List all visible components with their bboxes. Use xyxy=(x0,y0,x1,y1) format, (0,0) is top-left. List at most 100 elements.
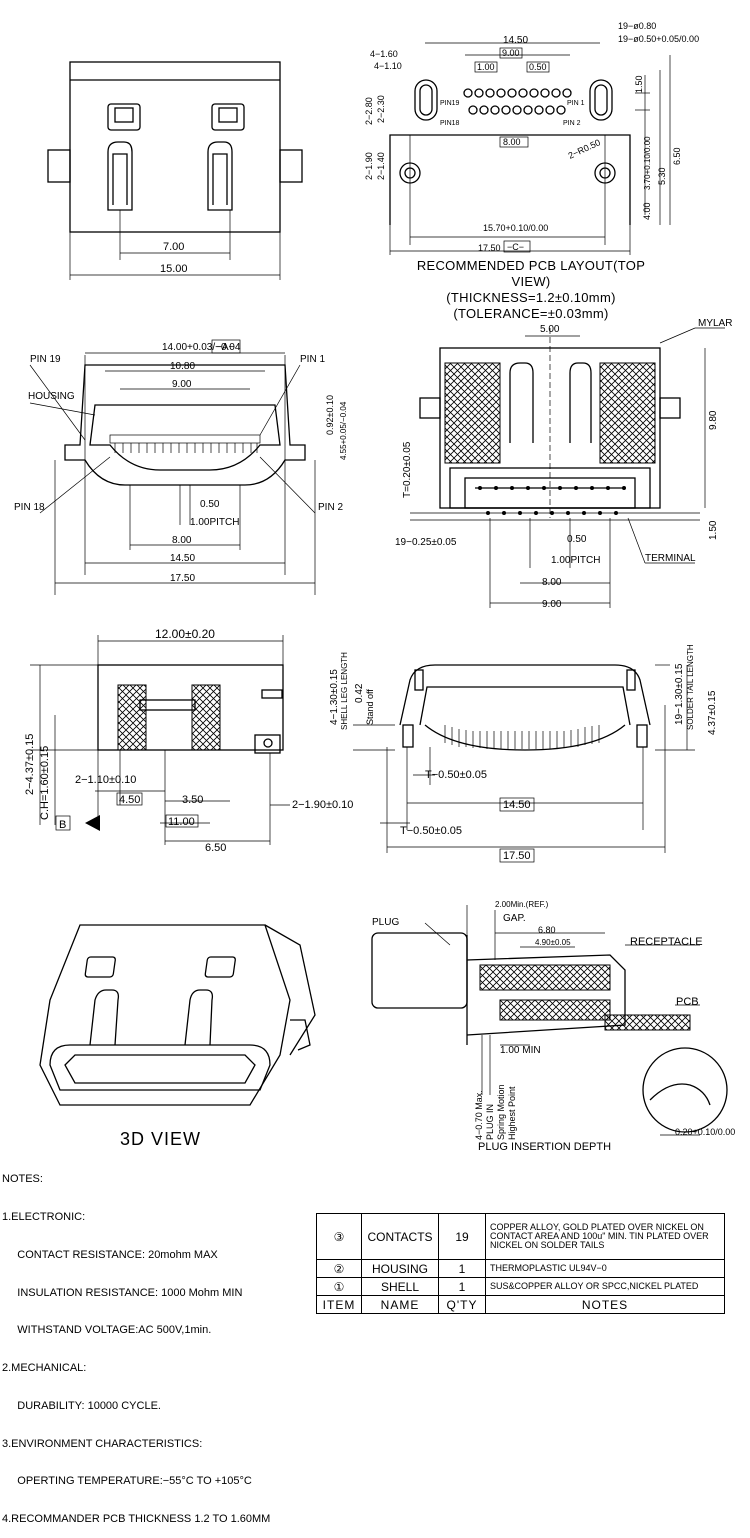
dim-14-00: 14.00+0.03/−0.04 xyxy=(162,342,241,353)
dim-2-437: 2−4.37±0.15 xyxy=(24,734,36,795)
dim-0-42: 0.42 xyxy=(354,683,365,703)
bom-qty: 1 xyxy=(438,1259,486,1278)
dim-2-r050: 2−R0.50 xyxy=(567,137,602,161)
pcb-caption-line-1: RECOMMENDED PCB LAYOUT(TOP VIEW) xyxy=(416,258,646,289)
plug-insertion-drawing: 2.00Min.(REF.) GAP. 6.80 4.90±0.05 RECEP… xyxy=(371,900,735,1140)
bom-notes: SUS&COPPER ALLOY OR SPCC,NICKEL PLATED xyxy=(485,1277,725,1296)
label-pin1-front: PIN 1 xyxy=(300,354,325,365)
label-shell-leg-length: SHELL LEG LENGTH xyxy=(340,652,349,730)
label-stand-off: Stand off xyxy=(365,689,375,725)
front-view-drawing: 14.00+0.03/−0.04 −A− 10.80 9.00 PIN 19 P… xyxy=(14,339,348,595)
rear-view-drawing: 4−1.30±0.15 SHELL LEG LENGTH 0.42 Stand … xyxy=(329,644,718,863)
dim-9-00-front: 9.00 xyxy=(172,379,192,390)
bom-qty: 1 xyxy=(438,1277,486,1296)
datum-a: −A− xyxy=(216,342,235,353)
dim-5-00: 5.00 xyxy=(540,324,560,335)
label-pin2: PIN 2 xyxy=(563,120,581,127)
dim-7-00: 7.00 xyxy=(163,241,184,253)
label-pcb: PCB xyxy=(676,996,699,1008)
dim-6-50: 6.50 xyxy=(205,842,226,854)
bom-item: ① xyxy=(316,1277,362,1296)
dim-2-190: 2−1.90 xyxy=(364,152,374,180)
datum-b: B xyxy=(59,819,66,831)
dim-4-90: 4.90±0.05 xyxy=(535,938,571,947)
dim-4-55: 4.55+0.05/−0.04 xyxy=(339,401,348,460)
dim-8-00: 8.00 xyxy=(503,137,521,147)
dim-3-50: 3.50 xyxy=(182,794,203,806)
dim-2-230: 2−2.30 xyxy=(376,95,386,123)
dim-19-025: 19−0.25±0.05 xyxy=(395,537,457,548)
dim-19-130: 19−1.30±0.15 xyxy=(674,663,685,725)
dim-4-130: 4−1.30±0.15 xyxy=(329,669,340,725)
note-line: DURABILITY: 10000 CYCLE. xyxy=(2,1399,161,1412)
bom-row-contacts: ③ CONTACTS 19 COPPER ALLOY, GOLD PLATED … xyxy=(316,1213,725,1260)
dim-4-00: 4.00 xyxy=(642,202,652,220)
dim-14-50-front: 14.50 xyxy=(170,553,195,564)
dim-1-00-min: 1.00 MIN xyxy=(500,1045,541,1056)
side-view-drawing: 12.00±0.20 2−4.37±0.15 C.H=1.60±0.15 B 2… xyxy=(24,627,353,854)
note-line: NOTES: xyxy=(2,1173,43,1186)
label-terminal: TERMINAL xyxy=(645,553,696,564)
label-housing: HOUSING xyxy=(28,391,75,402)
label-mylar: MYLAR xyxy=(698,318,732,329)
note-line: 2.MECHANICAL: xyxy=(2,1362,87,1375)
datum-c: −C− xyxy=(507,242,524,252)
dim-3-70: 3.70+0.10/0.00 xyxy=(643,136,652,190)
dim-14-50-rear: 14.50 xyxy=(503,799,531,811)
dim-hole-050: 19−ø0.50+0.05/0.00 xyxy=(618,34,699,44)
rear-pins xyxy=(444,725,600,749)
dim-pitch-top: 1.00PITCH xyxy=(551,555,600,566)
pcb-layout-caption: RECOMMENDED PCB LAYOUT(TOP VIEW) (THICKN… xyxy=(400,258,662,322)
bom-header-row: ITEM NAME Q'TY NOTES xyxy=(316,1295,725,1314)
pcb-caption-line-3: (TOLERANCE=±0.03mm) xyxy=(453,306,609,321)
bom-name: SHELL xyxy=(361,1277,439,1296)
dim-2-110: 2−1.10±0.10 xyxy=(75,774,136,786)
bom-name: CONTACTS xyxy=(361,1213,439,1260)
bom-name: HOUSING xyxy=(361,1259,439,1278)
dim-17-50: 17.50 xyxy=(478,243,501,253)
label-pin2-front: PIN 2 xyxy=(318,502,343,513)
bom-header-notes: NOTES xyxy=(485,1295,725,1314)
dim-0-50-front: 0.50 xyxy=(200,499,220,510)
iso-3d-drawing xyxy=(39,924,316,1106)
note-line: CONTACT RESISTANCE: 20mohm MAX xyxy=(2,1248,218,1261)
dim-17-50-front: 17.50 xyxy=(170,573,195,584)
label-receptacle: RECEPTACLE xyxy=(630,936,703,948)
top-left-front-drawing: 7.00 15.00 xyxy=(47,61,303,280)
dim-pitch-front: 1.00PITCH xyxy=(190,517,239,528)
bom-qty: 19 xyxy=(438,1213,486,1260)
bom-row-shell: ① SHELL 1 SUS&COPPER ALLOY OR SPCC,NICKE… xyxy=(316,1277,725,1296)
bom-row-housing: ② HOUSING 1 THERMOPLASTIC UL94V−0 xyxy=(316,1259,725,1278)
pin-row-top xyxy=(463,88,572,98)
dim-0-92: 0.92±0.10 xyxy=(325,395,335,435)
dim-4-50: 4.50 xyxy=(119,794,140,806)
label-plug: PLUG xyxy=(372,917,399,928)
dim-1-50: 1.50 xyxy=(634,75,644,93)
dim-0-50: 0.50 xyxy=(529,62,547,72)
dim-8-00-front: 8.00 xyxy=(172,535,192,546)
dim-1-00: 1.00 xyxy=(477,62,495,72)
bom-item: ③ xyxy=(316,1213,362,1260)
pin-row-bottom xyxy=(468,105,566,115)
dim-t-050-a: T−0.50±0.05 xyxy=(425,769,487,781)
label-pin18-front: PIN 18 xyxy=(14,502,45,513)
dim-2-190-side: 2−1.90±0.10 xyxy=(292,799,353,811)
label-spring-motion: Spring Motion xyxy=(496,1084,506,1140)
dim-15-00: 15.00 xyxy=(160,263,188,275)
dim-0-50-top: 0.50 xyxy=(567,534,587,545)
dim-t-020: T=0.20±0.05 xyxy=(402,441,413,498)
pcb-layout-drawing: 14.50 9.00 1.00 0.50 19−ø0.80 19−ø0.50+0… xyxy=(364,21,699,255)
dim-2-00-min: 2.00Min.(REF.) xyxy=(495,900,549,909)
dim-5-30: 5.30 xyxy=(657,167,667,185)
dim-14-50: 14.50 xyxy=(503,35,528,46)
dim-11-00: 11.00 xyxy=(168,816,195,828)
note-line: 1.ELECTRONIC: xyxy=(2,1210,86,1223)
dim-ch-160: C.H=1.60±0.15 xyxy=(39,746,51,820)
dim-0-20: 0.20+0.10/0.00 xyxy=(675,1127,735,1137)
dim-2-280: 2−2.80 xyxy=(364,97,374,125)
bom-item: ② xyxy=(316,1259,362,1278)
dim-15-70: 15.70+0.10/0.00 xyxy=(483,223,548,233)
top-view-drawing: 5.00 MYLAR 9.80 T=0.20±0.05 1.50 19−0.25… xyxy=(395,318,732,610)
bom-header-item: ITEM xyxy=(316,1295,362,1314)
label-gap: GAP. xyxy=(503,913,526,924)
